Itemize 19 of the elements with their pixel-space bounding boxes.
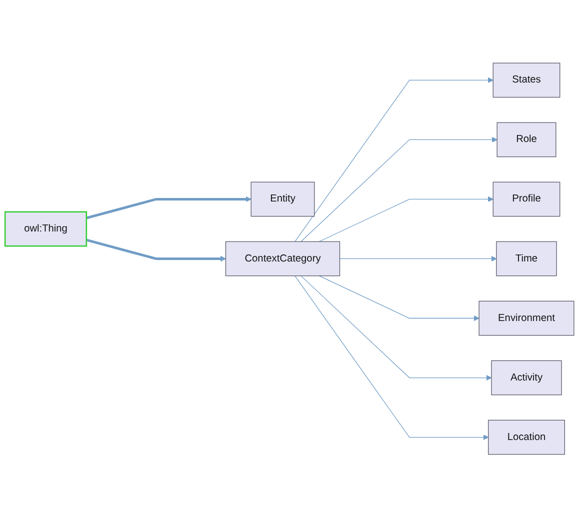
arrow [86,196,252,219]
node-box: Activity [491,360,562,395]
arrow [339,256,497,262]
node-box: Environment [478,300,574,336]
node-box: owl:Thing [4,211,88,246]
arrow [300,136,498,242]
arrow [300,275,492,380]
node-box: Time [496,241,557,276]
node-box: ContextCategory [225,241,340,276]
node-box: Entity [250,182,315,216]
arrow [294,275,489,440]
arrow [318,275,480,321]
node-box: States [492,62,560,98]
node-box: Location [488,420,565,454]
arrow [318,196,494,242]
node-box: Profile [492,182,560,216]
arrow [294,77,494,242]
arrow [86,238,226,262]
node-box: Role [496,122,556,157]
